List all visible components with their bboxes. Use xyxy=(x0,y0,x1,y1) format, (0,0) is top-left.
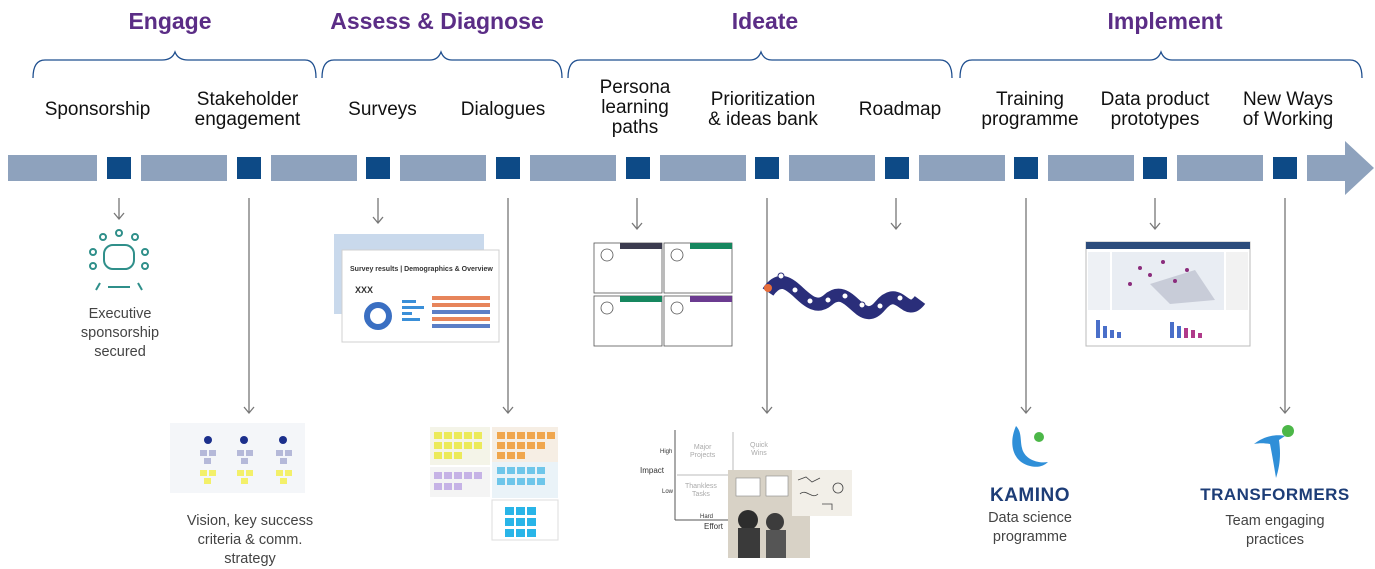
matrix-quick-wins: Quick Wins xyxy=(750,442,768,457)
caption-transformers: Team engaging practices xyxy=(1225,513,1325,548)
timeline-nodes xyxy=(107,157,1297,179)
boardroom-icon xyxy=(89,229,149,291)
bracket-implement xyxy=(959,50,1363,79)
phase-implement: Implement xyxy=(1107,8,1223,34)
bracket-engage xyxy=(32,50,317,79)
node-roadmap xyxy=(885,157,909,179)
step-roadmap: Roadmap xyxy=(858,99,942,120)
step-persona-learning-paths: Persona learning paths xyxy=(599,77,671,138)
step-training-programme: Training programme xyxy=(981,89,1079,130)
step-surveys: Surveys xyxy=(348,99,417,120)
phase-engage: Engage xyxy=(128,8,212,34)
matrix-effort-label: Effort xyxy=(704,522,723,531)
node-prototypes xyxy=(1143,157,1167,179)
matrix-hard-label: Hard xyxy=(700,514,714,520)
step-data-product-prototypes: Data product prototypes xyxy=(1100,89,1210,130)
survey-thumbnail xyxy=(334,234,500,343)
kamino-wordmark: KAMINO xyxy=(989,485,1071,506)
kamino-logo-icon xyxy=(1012,426,1048,467)
timeline-bar xyxy=(8,141,1374,195)
matrix-thankless-tasks: Thankless Tasks xyxy=(685,483,717,498)
persona-thumbnail xyxy=(593,242,733,347)
bracket-ideate xyxy=(567,50,953,79)
node-surveys xyxy=(366,157,390,179)
node-prioritization xyxy=(755,157,779,179)
step-new-ways-of-working: New Ways of Working xyxy=(1242,89,1334,130)
transformers-logo-icon xyxy=(1254,425,1294,478)
matrix-high-label: High xyxy=(660,449,673,455)
node-stakeholder xyxy=(237,157,261,179)
step-dialogues: Dialogues xyxy=(460,99,546,120)
dashboard-thumbnail xyxy=(1085,241,1251,347)
vision-board-thumbnail xyxy=(170,423,305,493)
caption-executive-sponsorship: Executive sponsorship secured xyxy=(80,306,160,360)
node-sponsorship xyxy=(107,157,131,179)
survey-title: Survey results | Demographics & Overview xyxy=(350,266,493,273)
caption-kamino: Data science programme xyxy=(988,510,1072,545)
step-prioritization-ideas-bank: Prioritization & ideas bank xyxy=(708,89,818,130)
node-new-ways xyxy=(1273,157,1297,179)
node-training xyxy=(1014,157,1038,179)
node-dialogues xyxy=(496,157,520,179)
prioritization-matrix-thumbnail xyxy=(674,430,852,558)
down-arrows xyxy=(113,198,1291,415)
node-persona xyxy=(626,157,650,179)
matrix-low-label: Low xyxy=(662,489,674,495)
matrix-major-projects: Major Projects xyxy=(690,444,716,459)
step-stakeholder-engagement: Stakeholder engagement xyxy=(194,89,301,130)
phase-ideate: Ideate xyxy=(731,8,799,34)
phase-brackets xyxy=(32,50,1363,79)
step-sponsorship: Sponsorship xyxy=(44,99,151,120)
survey-big-number: XXX xyxy=(355,285,374,295)
dialogues-board-thumbnail xyxy=(430,427,559,541)
phase-assess-diagnose: Assess & Diagnose xyxy=(330,8,544,34)
bracket-assess xyxy=(321,50,563,79)
matrix-impact-label: Impact xyxy=(640,466,665,475)
caption-vision-strategy: Vision, key success criteria & comm. str… xyxy=(186,513,314,567)
transformers-wordmark: TRANSFORMERS xyxy=(1200,485,1350,504)
roadmap-thumbnail xyxy=(762,272,926,320)
